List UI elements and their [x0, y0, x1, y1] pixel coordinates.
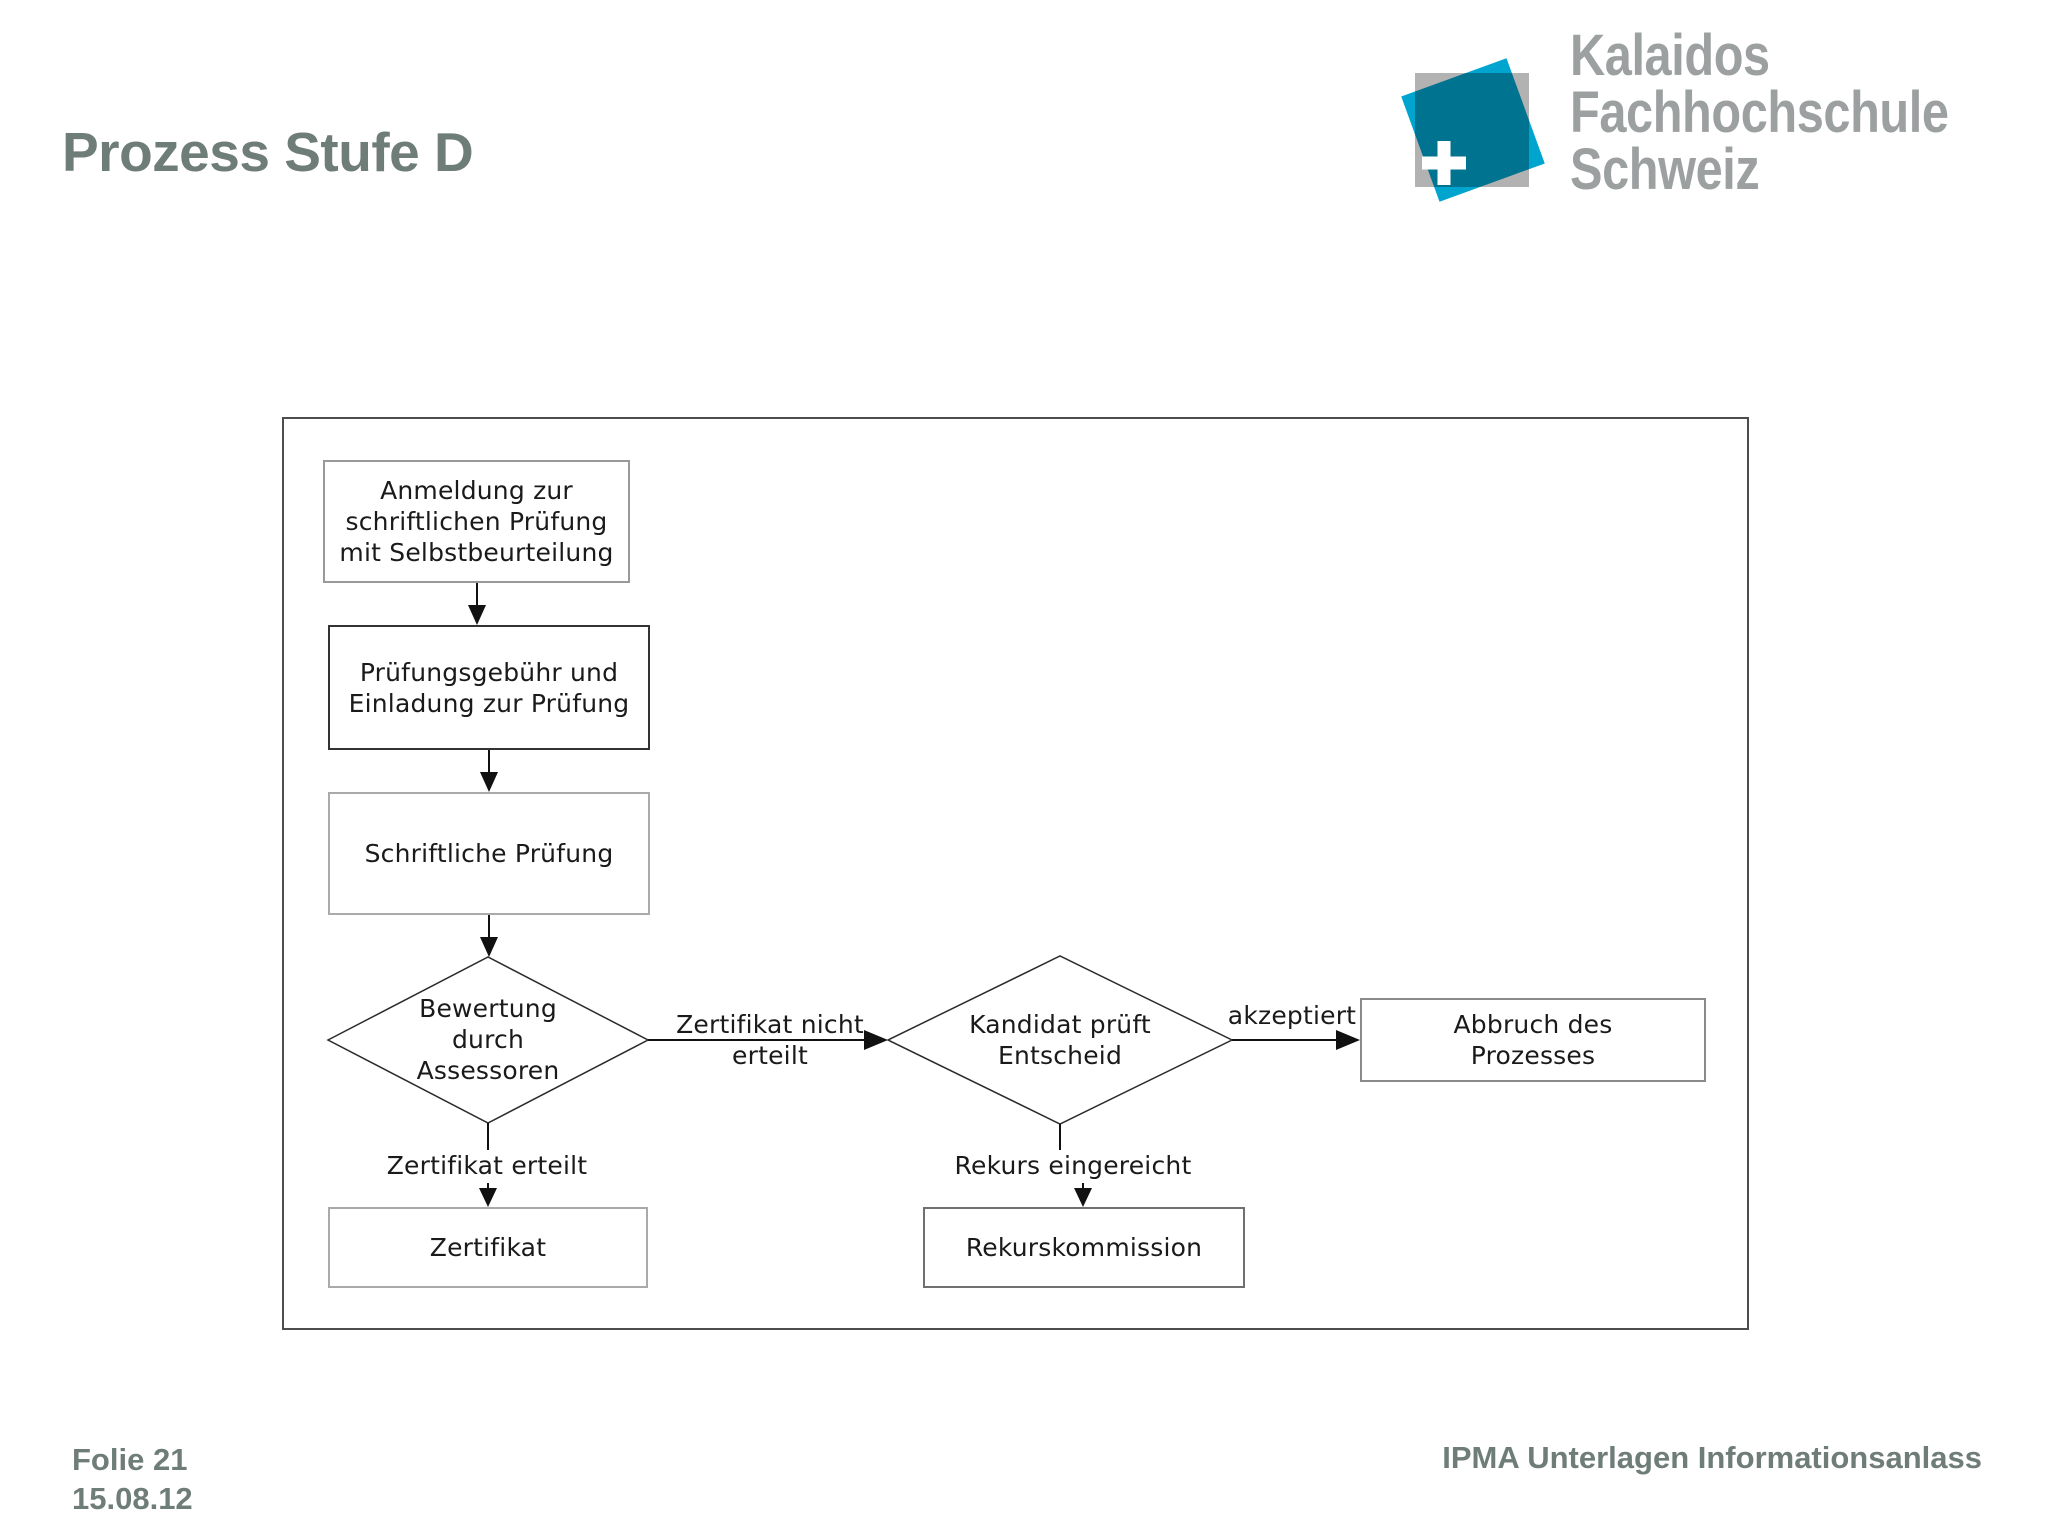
process-box-anmeldung: Anmeldung zur schriftlichen Prüfung mit … — [323, 460, 630, 583]
edge-label-rekurs-eingereicht: Rekurs eingereicht — [954, 1151, 1192, 1180]
plus-icon — [1422, 141, 1466, 185]
process-box-zertifikat: Zertifikat — [328, 1207, 648, 1288]
decision-kandidat-label: Kandidat prüft Entscheid — [969, 1010, 1151, 1070]
decision-bewertung-label: Bewertung durch Assessoren — [416, 994, 560, 1085]
logo-wordmark: Kalaidos Fachhochschule Schweiz — [1570, 23, 1949, 202]
process-box-abbruch: Abbruch des Prozesses — [1360, 998, 1706, 1082]
slide-number: Folie 21 — [72, 1442, 188, 1477]
edge-label-zertifikat-erteilt: Zertifikat erteilt — [386, 1151, 588, 1180]
page-title: Prozess Stufe D — [62, 121, 474, 183]
slide-date: 15.08.12 — [72, 1481, 193, 1516]
footer-right: IPMA Unterlagen Informationsanlass — [1442, 1440, 1982, 1475]
process-box-schriftliche-pruefung: Schriftliche Prüfung — [328, 792, 650, 915]
kalaidos-logo — [1401, 58, 1545, 202]
footer-left: Folie 21 15.08.12 — [72, 1440, 193, 1518]
edge-label-akzeptiert: akzeptiert — [1227, 1001, 1357, 1030]
process-box-pruefungsgebuehr: Prüfungsgebühr und Einladung zur Prüfung — [328, 625, 650, 750]
edge-label-zertifikat-nicht-erteilt: Zertifikat nicht erteilt — [676, 1010, 864, 1070]
process-box-rekurskommission: Rekurskommission — [923, 1207, 1245, 1288]
